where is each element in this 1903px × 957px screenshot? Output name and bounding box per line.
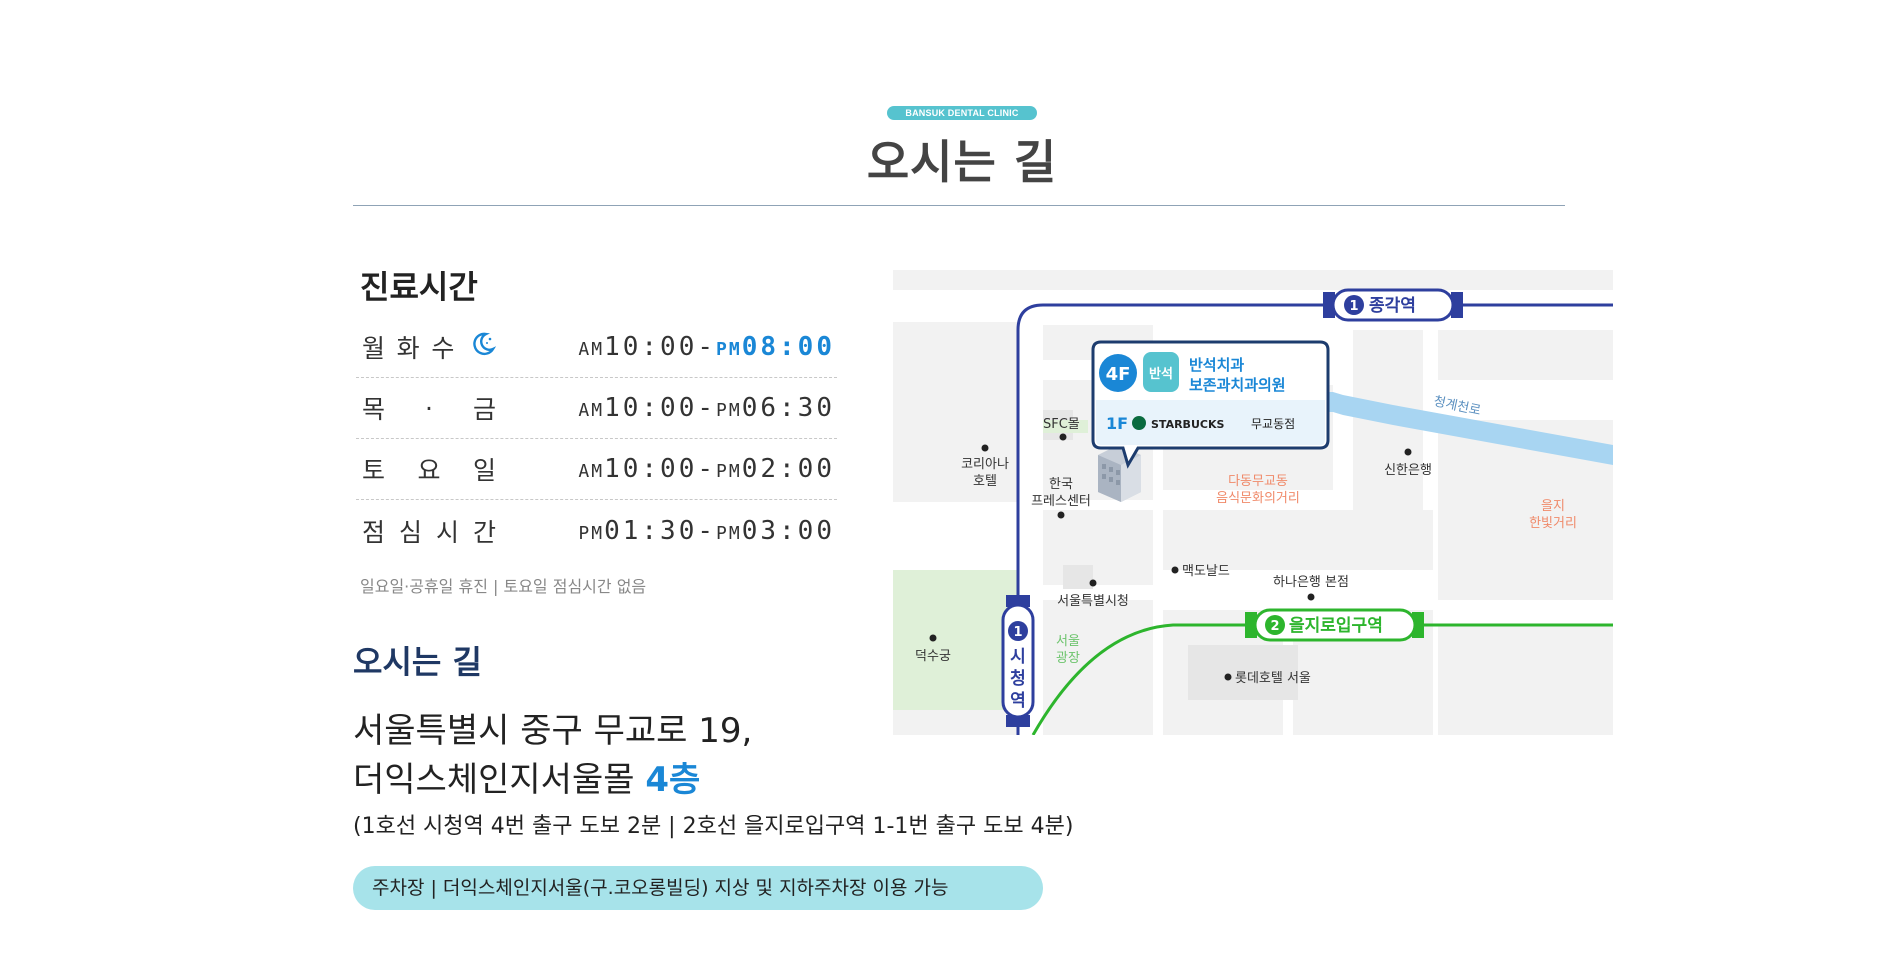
building-icon xyxy=(1098,445,1141,502)
station-cityhall[interactable]: 1 시 청 역 xyxy=(1001,595,1035,727)
place-hana-bank: 하나은행 본점 xyxy=(1273,574,1349,590)
day-char: 목 xyxy=(362,395,386,424)
place-deoksugung: 덕수궁 xyxy=(915,649,951,664)
place-sfc: SFC몰 xyxy=(1043,417,1080,432)
parking-info: 주차장 | 더익스체인지서울(구.코오롱빌딩) 지상 및 지하주차장 이용 가능 xyxy=(353,866,1043,910)
page-title: 오시는 길 xyxy=(866,135,1058,189)
hours-day: 목 · 금 xyxy=(356,390,496,426)
subway-line-1 xyxy=(1016,303,1613,735)
hours-time: AM10:00-PM06:30 xyxy=(578,393,835,423)
svg-text:1: 1 xyxy=(1013,625,1022,640)
station-jonggak[interactable]: 1 종각역 xyxy=(1323,288,1463,322)
svg-text:반석: 반석 xyxy=(1149,366,1173,382)
location-map[interactable]: 청계천로 1 종각역 2 을지로입구역 1 xyxy=(893,270,1613,735)
address-line2: 더익스체인지서울몰 4층 xyxy=(353,752,700,801)
clinic-name-line2: 보존과치과의원 xyxy=(1189,376,1286,394)
brand-badge: BANSUK DENTAL CLINIC xyxy=(887,106,1037,120)
place-mugyo-street: 다동무교동 xyxy=(1228,474,1288,489)
subway-line-2 xyxy=(1031,623,1613,735)
hours-day: 점 심 시 간 xyxy=(356,513,496,549)
address-line1: 서울특별시 중구 무교로 19, xyxy=(353,711,753,751)
hours-day: 월 화 수 xyxy=(356,329,497,365)
hours-heading: 진료시간 xyxy=(360,268,478,306)
starbucks-branch: 무교동점 xyxy=(1251,417,1295,431)
title-divider xyxy=(353,205,1565,206)
hours-time: AM10:00-PM02:00 xyxy=(578,454,835,484)
starbucks-icon xyxy=(1132,416,1146,430)
svg-text:2: 2 xyxy=(1270,619,1279,634)
place-shinhan-bank: 신한은행 xyxy=(1384,462,1432,478)
svg-text:광장: 광장 xyxy=(1056,651,1080,666)
day-char: 점 xyxy=(362,517,386,547)
address-building: 더익스체인지서울몰 xyxy=(353,760,646,800)
hours-day: 토 요 일 xyxy=(356,451,496,487)
day-char: 심 xyxy=(398,517,422,547)
clinic-callout[interactable]: 4F 반석 반석치과 보존과치과의원 1F STARBUCKS 무교동점 xyxy=(1091,340,1330,469)
svg-text:호텔: 호텔 xyxy=(973,474,997,489)
clinic-name-line1: 반석치과 xyxy=(1189,356,1244,374)
clinic-logo xyxy=(1143,352,1179,392)
place-lotte-hotel: 롯데호텔 서울 xyxy=(1235,671,1311,686)
svg-text:1: 1 xyxy=(1349,299,1358,314)
station-euljiro[interactable]: 2 을지로입구역 xyxy=(1245,608,1424,642)
starbucks-label: STARBUCKS xyxy=(1151,418,1224,431)
svg-text:한빛거리: 한빛거리 xyxy=(1529,516,1577,531)
day-char: 수 xyxy=(431,334,455,363)
hours-time: PM01:30-PM03:00 xyxy=(578,515,835,546)
floor-4-label: 4F xyxy=(1106,364,1131,385)
hours-row-lunch: 점 심 시 간 PM01:30-PM03:00 xyxy=(356,500,837,561)
day-char: 월 xyxy=(362,334,386,363)
hours-time: AM10:00-PM08:00 xyxy=(578,332,835,362)
floor-4-badge xyxy=(1099,354,1137,392)
day-char: · xyxy=(425,393,433,423)
hours-row-mon-wed: 월 화 수 AM10:00-PM08:00 xyxy=(356,317,837,378)
day-char: 시 xyxy=(435,517,459,547)
day-char: 금 xyxy=(472,395,496,424)
small-park xyxy=(1043,420,1088,433)
directions-heading: 오시는 길 xyxy=(353,643,482,681)
deoksugung-park xyxy=(893,570,1018,710)
hours-row-thu-fri: 목 · 금 AM10:00-PM06:30 xyxy=(356,378,837,439)
hours-row-sat: 토 요 일 AM10:00-PM02:00 xyxy=(356,439,837,500)
day-char: 간 xyxy=(472,517,496,547)
day-char: 화 xyxy=(396,334,420,363)
svg-text:시: 시 xyxy=(1010,647,1026,667)
place-euljiro-street: 을지 xyxy=(1541,499,1565,514)
hours-note: 일요일·공휴일 휴진 | 토요일 점심시간 없음 xyxy=(360,577,647,596)
svg-text:역: 역 xyxy=(1010,691,1026,711)
day-char: 요 xyxy=(417,456,441,485)
hours-table: 월 화 수 AM10:00-PM08:00 목 · 금 AM10:00-PM06… xyxy=(356,317,837,561)
day-char: 토 xyxy=(362,456,386,485)
place-mcdonalds: 맥도날드 xyxy=(1182,564,1230,579)
place-koreana: 코리아나 xyxy=(961,457,1009,472)
svg-text:청: 청 xyxy=(1010,668,1026,689)
svg-text:을지로입구역: 을지로입구역 xyxy=(1289,616,1383,636)
day-char: 일 xyxy=(472,456,496,485)
place-seoul-plaza: 서울 xyxy=(1056,634,1080,649)
transit-info: (1호선 시청역 4번 출구 도보 2분 | 2호선 을지로입구역 1-1번 출… xyxy=(353,814,1074,839)
svg-text:음식문화의거리: 음식문화의거리 xyxy=(1216,491,1300,506)
place-seoul-cityhall: 서울특별시청 xyxy=(1057,594,1129,609)
moon-icon xyxy=(470,331,497,363)
floor-1-label: 1F xyxy=(1106,414,1128,433)
place-press-center: 한국 xyxy=(1049,477,1073,492)
svg-text:프레스센터: 프레스센터 xyxy=(1031,494,1091,509)
svg-text:종각역: 종각역 xyxy=(1369,296,1416,316)
address-floor: 4층 xyxy=(645,760,701,800)
